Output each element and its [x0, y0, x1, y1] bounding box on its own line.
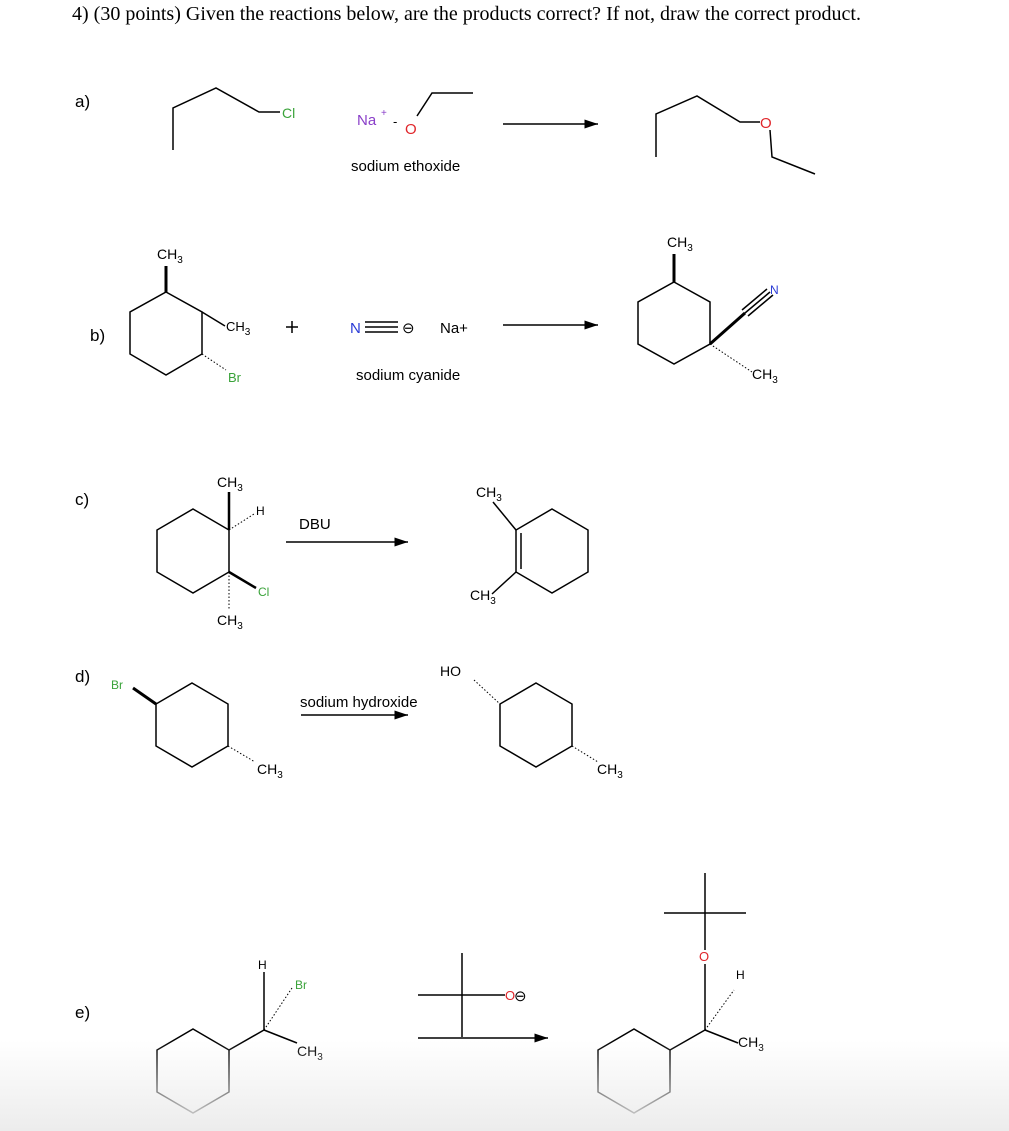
- cyclohexane-d: [155, 682, 229, 768]
- part-label-e: e): [75, 1003, 91, 1022]
- reagent-name-c: DBU: [299, 516, 331, 533]
- ether-product-ethyl: [769, 129, 816, 175]
- part-b: [129, 254, 774, 376]
- label-c-h: H: [256, 504, 265, 518]
- label-c-cl: Cl: [258, 585, 269, 599]
- reagent-name-d: sodium hydroxide: [300, 694, 418, 711]
- propyl-chain-a: [172, 87, 280, 150]
- part-label-c: c): [75, 490, 90, 509]
- label-e-product-h: H: [736, 968, 745, 982]
- label-b-ch3-top: CH3: [157, 246, 183, 266]
- label-a-na: Na: [357, 112, 377, 129]
- charge-b: ⊖: [402, 320, 415, 337]
- part-label-d: d): [75, 667, 91, 686]
- label-e-product-ch3: CH3: [738, 1034, 764, 1054]
- question-text: 4) (30 points) Given the reactions below…: [72, 3, 861, 25]
- charge-e: ⊖: [514, 988, 527, 1005]
- label-d-product-ho: HO: [440, 663, 461, 679]
- cyclohexane-e-product: [597, 1028, 671, 1114]
- label-a-o: O: [405, 121, 417, 138]
- label-e-br: Br: [295, 978, 307, 992]
- ether-product-chain: [655, 95, 760, 157]
- part-c: [156, 492, 589, 609]
- ethoxide-chain: [416, 92, 473, 117]
- label-e-o: O: [505, 988, 515, 1003]
- label-e-product-o: O: [699, 949, 709, 964]
- part-e: [156, 873, 746, 1114]
- bond-b-ch3-right: [201, 311, 226, 327]
- part-a: [172, 87, 816, 175]
- label-b-n: N: [350, 320, 361, 337]
- label-d-product-ch3: CH3: [597, 761, 623, 781]
- cyclohexane-e: [156, 1028, 230, 1114]
- label-b-product-ch3: CH3: [752, 366, 778, 386]
- cyclohexane-d-product: [499, 682, 573, 768]
- label-a-plus: +: [381, 108, 387, 119]
- cyanide-triple-bond: [365, 321, 398, 333]
- reagent-name-a: sodium ethoxide: [351, 158, 460, 175]
- label-c-ch3-top: CH3: [217, 474, 243, 494]
- cyclohexane-c: [156, 508, 230, 594]
- label-d-ch3: CH3: [257, 761, 283, 781]
- label-c-product-ch3-top: CH3: [476, 484, 502, 504]
- label-b-br: Br: [228, 370, 242, 385]
- reagent-name-b: sodium cyanide: [356, 367, 460, 384]
- cyclohexane-b-product: [637, 281, 711, 365]
- label-b-na: Na+: [440, 320, 468, 337]
- label-c-ch3-bottom: CH3: [217, 612, 243, 632]
- label-d-br: Br: [111, 678, 123, 692]
- label-e-h: H: [258, 958, 267, 972]
- part-label-a: a): [75, 92, 91, 111]
- cyclohexane-b: [129, 291, 203, 376]
- label-a-minus: -: [393, 114, 397, 129]
- cyclohexene-c: [515, 508, 589, 594]
- label-a-product-o: O: [760, 115, 772, 132]
- label-b-ch3-right: CH3: [226, 319, 251, 338]
- label-b-product-ch3-top: CH3: [667, 234, 693, 254]
- part-d: [132, 679, 599, 768]
- label-c-product-ch3-bottom: CH3: [470, 587, 496, 607]
- part-label-b: b): [90, 326, 106, 345]
- label-e-ch3: CH3: [297, 1043, 323, 1063]
- label-a-cl: Cl: [282, 105, 295, 121]
- label-b-product-n: N: [770, 283, 779, 297]
